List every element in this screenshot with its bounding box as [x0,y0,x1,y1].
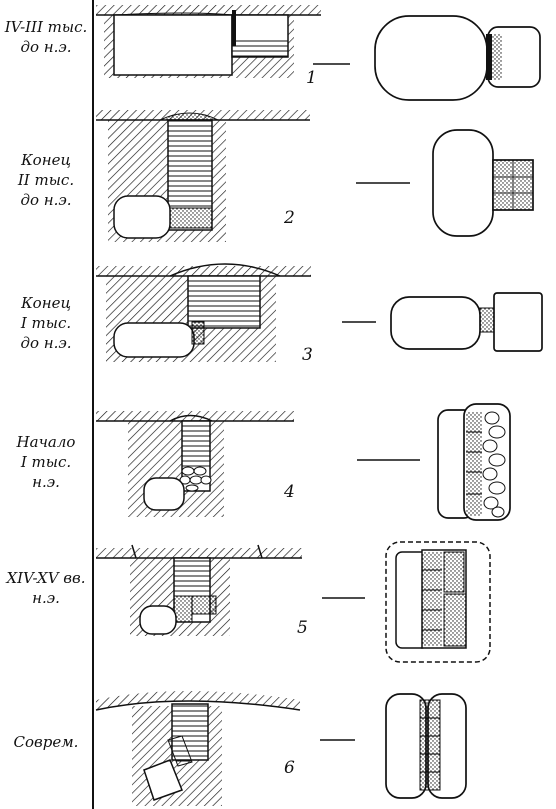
stage-number-1: 1 [306,68,317,88]
section-2-profile [96,110,310,242]
section-5-profile [96,544,302,636]
section-3-profile [96,263,311,362]
era-label-6: Соврем. [13,733,79,751]
era-label-3: Конец I тыс. до н.э. [20,294,72,352]
era-label-2: Конец II тыс. до н.э. [17,151,75,209]
section-4-profile [96,411,294,517]
stage-number-3: 3 [302,345,313,365]
stage-number-2: 2 [284,208,295,228]
section-1-profile [96,5,321,78]
section-3-plan [390,292,543,352]
stage-number-5: 5 [297,618,308,638]
section-1-plan [374,15,541,101]
section-6-plan [385,693,467,799]
section-2-plan [432,129,534,237]
section-4-plan [437,403,511,521]
era-label-4: Начало I тыс. н.э. [16,433,76,491]
era-label-1: IV-III тыс. до н.э. [4,18,88,56]
section-5-plan [385,541,491,663]
section-6-profile [95,691,301,806]
era-label-5: XIV-XV вв. н.э. [6,569,86,607]
stage-number-6: 6 [284,758,295,778]
stage-number-4: 4 [284,482,295,502]
